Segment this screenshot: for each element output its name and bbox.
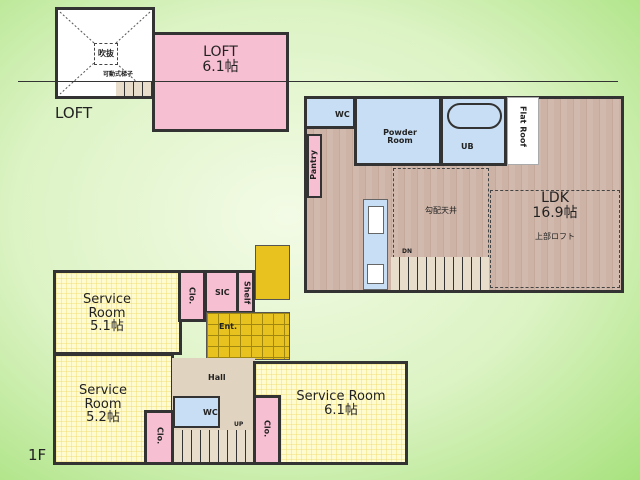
closet-1: Clo.: [178, 270, 206, 322]
powder-room-label: Powder Room: [383, 128, 417, 146]
ladder-label: 可動式梯子: [102, 71, 133, 78]
loft-room-name: LOFT: [203, 44, 238, 60]
first-ent-label: Ent.: [219, 322, 238, 331]
ldk-name: LDK: [541, 190, 569, 206]
stairs-up[interactable]: [174, 430, 254, 462]
kitchen-counter: [363, 199, 388, 290]
first-up-label: UP: [234, 421, 244, 428]
first-sr1-size-label: 5.1帖: [90, 319, 124, 335]
slope-ceiling: 勾配天井: [393, 168, 489, 258]
first-sr1-name-label: Service Room: [82, 292, 132, 321]
ub-label: UB: [461, 142, 474, 151]
flat-roof: Flat Roof: [507, 97, 539, 165]
first-clo-label: Clo.: [262, 420, 272, 438]
void-area: 吹抜 可動式梯子: [55, 7, 155, 99]
stove-icon: [367, 264, 384, 284]
first-floor-label: 1F: [28, 446, 47, 464]
flat-roof-label: Flat Roof: [518, 106, 528, 147]
entrance: Ent.: [206, 312, 290, 360]
down-label: DN: [402, 248, 413, 255]
first-hall-label: Hall: [208, 373, 226, 382]
first-sr3-name-label: Service Room: [296, 389, 386, 404]
void-label: 吹抜: [98, 49, 114, 58]
first-clo-label: Clo.: [155, 427, 165, 445]
pantry-label: Pantry: [309, 150, 318, 180]
sic: SIC: [204, 270, 239, 314]
first-sr2-name-label: Service Room: [78, 383, 128, 412]
sink-icon: [368, 206, 384, 234]
bathtub-icon: [447, 103, 502, 129]
wc-label: WC: [335, 110, 350, 119]
slope-ceiling-label: 勾配天井: [425, 206, 457, 215]
void-inner-box: [94, 43, 118, 65]
upper-loft-label: 上部ロフト: [535, 232, 575, 241]
first-wc-label: WC: [203, 408, 218, 417]
wc-1f: WC: [173, 396, 220, 428]
first-clo-label: Clo.: [187, 287, 197, 305]
first-sr2-size-label: 5.2帖: [86, 410, 120, 426]
first-sr3-size-label: 6.1帖: [324, 402, 358, 418]
pantry: Pantry: [307, 134, 322, 198]
ladder: [116, 82, 152, 96]
first-sic-label: SIC: [215, 288, 230, 297]
loft-room-size: 6.1帖: [202, 58, 239, 75]
closet-2: Clo.: [144, 410, 174, 465]
first-shelf-label: Shelf: [242, 281, 252, 305]
section-line: [18, 81, 618, 82]
loft-floor-label: LOFT: [55, 104, 93, 122]
powder-room: Powder Room: [354, 96, 442, 166]
stairs-down[interactable]: [391, 257, 489, 290]
closet-3: Clo.: [253, 395, 281, 465]
unit-bath: UB: [440, 96, 507, 166]
porch: [255, 245, 290, 300]
wc-room: WC: [304, 96, 356, 129]
ldk-size: 16.9帖: [532, 204, 578, 221]
shelf: Shelf: [236, 270, 255, 314]
